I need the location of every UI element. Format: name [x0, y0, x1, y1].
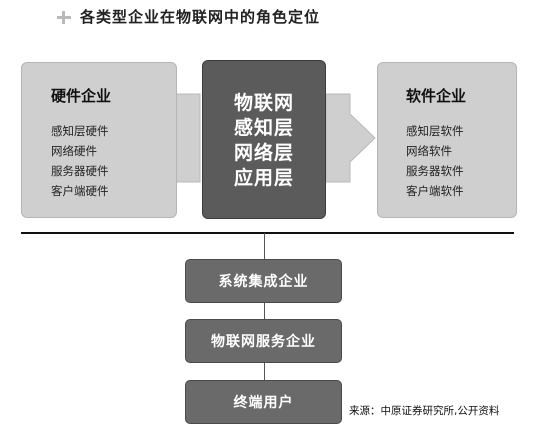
flow-iot-service: 物联网服务企业: [185, 319, 342, 363]
flow-system-integration: 系统集成企业: [185, 259, 342, 303]
plus-bullet-icon: [56, 9, 72, 25]
software-item: 客户端软件: [406, 184, 464, 198]
arrow-right: [325, 93, 376, 183]
software-item: 网络软件: [406, 144, 452, 158]
iot-layer-item: 应用层: [233, 167, 294, 189]
iot-layer-item: 感知层: [233, 117, 294, 139]
hardware-item: 服务器硬件: [51, 164, 109, 178]
iot-layer-item: 物联网: [233, 92, 294, 114]
hardware-item: 网络硬件: [51, 144, 97, 158]
flow-end-user: 终端用户: [185, 380, 342, 424]
hardware-item: 感知层硬件: [51, 124, 109, 138]
divider-line: [21, 232, 514, 234]
software-item: 服务器软件: [406, 164, 464, 178]
iot-layer-list: 物联网 感知层 网络层 应用层: [203, 91, 325, 191]
source-note: 来源：中原证券研究所,公开资料: [349, 405, 500, 417]
hardware-item: 客户端硬件: [51, 184, 109, 198]
hardware-list: 感知层硬件 网络硬件 服务器硬件 客户端硬件: [51, 121, 109, 201]
iot-layer-item: 网络层: [233, 142, 294, 164]
diagram-title: 各类型企业在物联网中的角色定位: [56, 6, 320, 27]
hardware-title: 硬件企业: [51, 87, 112, 105]
software-list: 感知层软件 网络软件 服务器软件 客户端软件: [406, 121, 464, 201]
hardware-enterprise-box: 硬件企业 感知层硬件 网络硬件 服务器硬件 客户端硬件: [21, 62, 177, 218]
iot-core-box: 物联网 感知层 网络层 应用层: [202, 60, 326, 219]
title-text: 各类型企业在物联网中的角色定位: [80, 8, 321, 26]
software-title: 软件企业: [406, 87, 467, 105]
software-item: 感知层软件: [406, 124, 464, 138]
software-enterprise-box: 软件企业 感知层软件 网络软件 服务器软件 客户端软件: [377, 62, 517, 218]
